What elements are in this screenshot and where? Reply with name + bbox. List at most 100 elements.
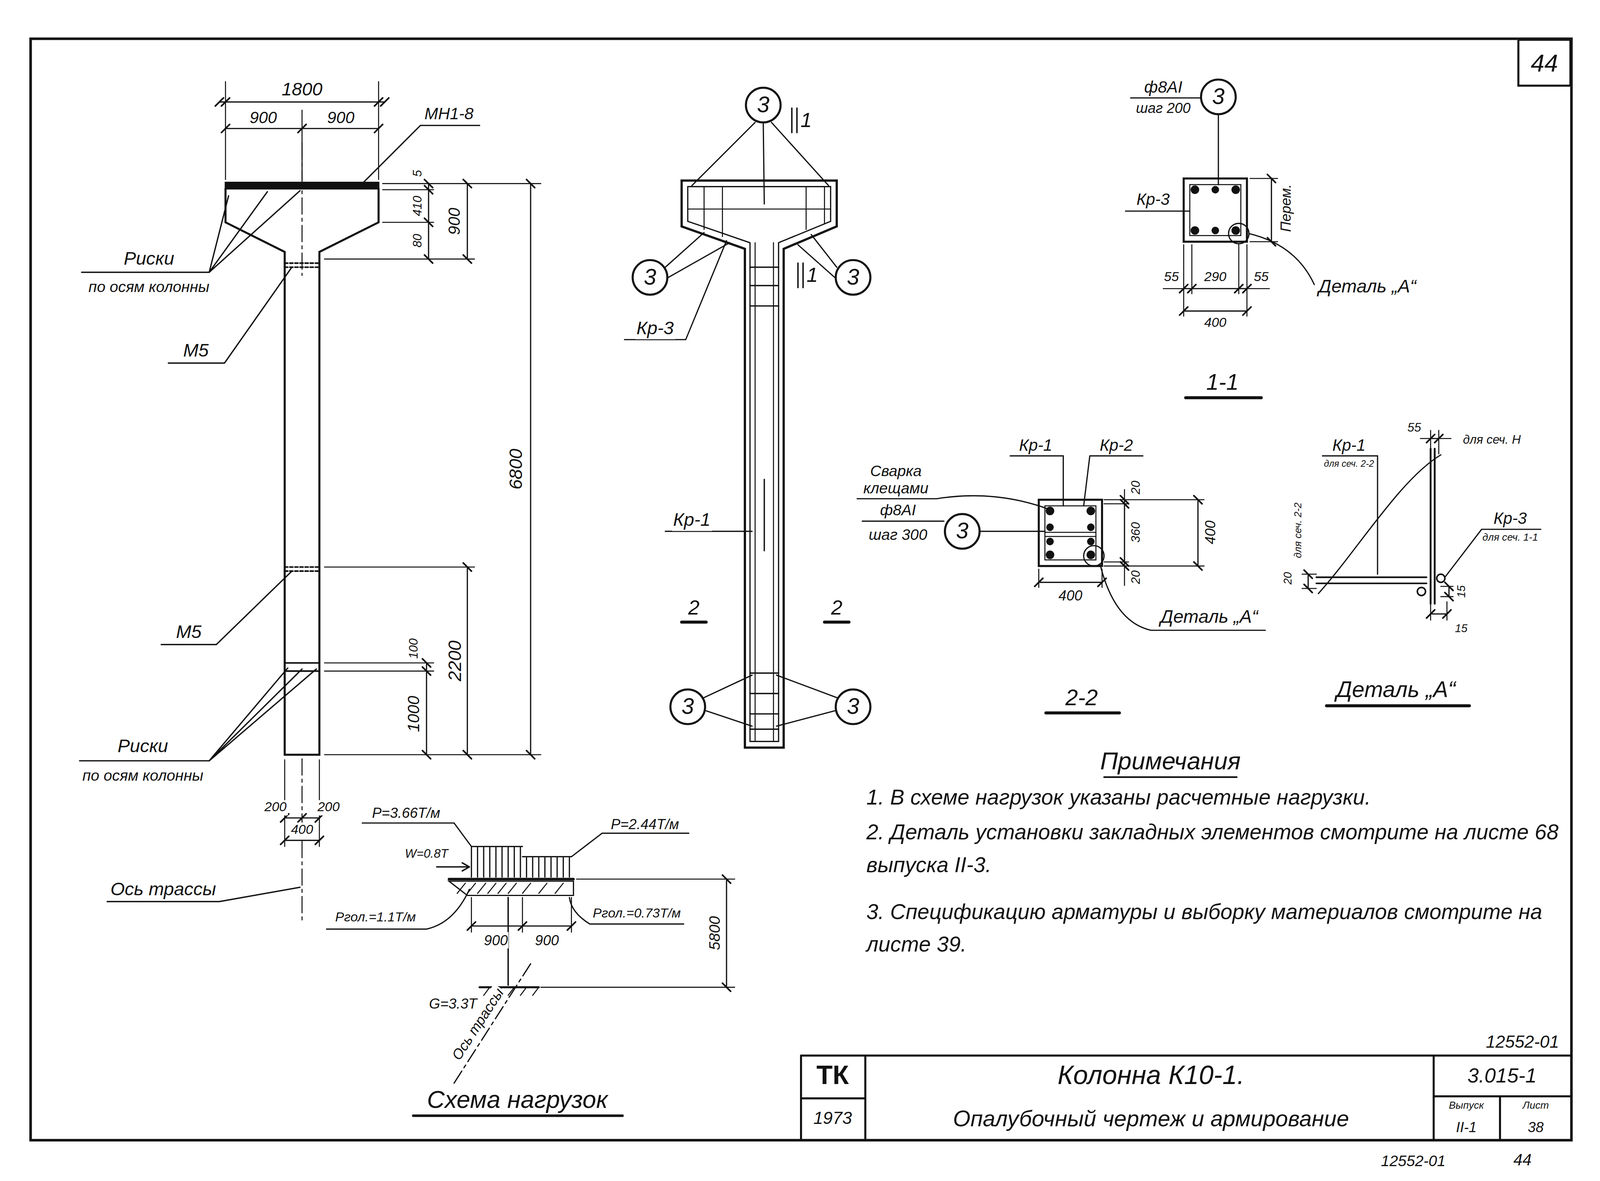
dimension: 900 [248,109,279,128]
note-text: 1. В схеме нагрузок указаны расчетные на… [865,781,1562,814]
section-1-1-line [1232,226,1240,234]
section-1-1-line-line [1183,310,1247,312]
section-1-1-line [1191,186,1199,194]
section-2-2-line [1044,532,1096,537]
part-label: Кр-3 [1135,190,1171,210]
dimension: 290 [1203,269,1228,286]
column-elevation-line-line [225,127,379,130]
part-label: Кр-1 [1018,436,1054,456]
callout-label: Деталь „А“ [1317,276,1418,298]
load-scheme-line [436,862,470,872]
dimension: 400 [290,822,315,838]
column-elevation-line [79,125,480,902]
section-1-1-line [1163,178,1278,317]
detail-a-line [1436,574,1445,583]
section-1-1 [1125,97,1315,398]
dimension: 15 [1453,622,1469,635]
load-scheme-line [471,846,523,878]
dimension: Перем. [1277,182,1294,233]
title-block-text: Выпуск [1447,1099,1486,1112]
column-elevation-line [301,142,303,924]
rebar-label: шаг 300 [867,525,929,544]
detail-a-line [1318,455,1441,594]
section-1-1-line [1232,186,1240,194]
dimension: 900 [534,932,560,949]
dimension: 200 [263,800,288,816]
part-label: М5 [182,340,210,362]
section-title: 2-2 [1064,684,1099,711]
part-label: М5 [175,621,203,643]
load-scheme-line [522,856,572,878]
section-mark: 2 [830,596,844,620]
section-2-2-line [1044,505,1096,560]
section-1-1-line [1183,178,1247,243]
callout-label: по осям колонны [81,766,205,784]
title-block-text: II-1 [1454,1119,1478,1136]
load-scheme-line-line [726,879,728,988]
section-1-1-line [1183,178,1272,312]
callout-label: Ось трассы [109,878,218,901]
section-2-2-line [1045,711,1120,715]
section-mark: 2 [686,596,701,620]
sheet-frame-line [30,38,1572,1141]
rebar-label: ф8АI [878,501,917,519]
column-elevation-line [225,81,541,847]
notes-heading: Примечания [1099,746,1242,775]
section-1-1-line [1228,223,1249,244]
load-label: W=0.8Т [403,847,450,862]
column-elevation-line-line [284,817,320,819]
callout-circle: 3 [669,688,707,726]
section-1-1-line [1185,396,1261,400]
section-2-2-line [1087,551,1095,559]
dimension: 20 [1129,479,1144,496]
section-2-2-line [1083,545,1104,567]
column-reinforcement-line [749,267,779,730]
part-label: для сеч. 1-1 [1481,531,1540,544]
column-reinforcement-line [665,122,837,727]
column-elevation-line-line [219,101,385,103]
section-1-1-line [1191,226,1199,234]
dimension: 200 [316,800,341,816]
detail-a [1302,430,1541,706]
callout-number: 3 [846,266,860,289]
section-2-2-line [1087,507,1095,515]
dimension: 55 [1406,421,1423,436]
part-label: для сеч. 2-2 [1292,501,1305,560]
load-label: Ргол.=0.73Т/м [591,906,682,922]
section-2-2-line-line [1038,581,1103,583]
dimension: 400 [1201,519,1219,546]
section-2-2-line-line [1123,499,1125,567]
section-2-2-line [1038,499,1103,567]
callout-circle: 3 [1200,78,1237,116]
dimension: 6800 [505,447,528,491]
sheet-number: 44 [1530,50,1559,76]
title-block-text: Опалубочный чертеж и армирование [952,1106,1351,1132]
part-label: Кр-1 [672,509,712,531]
title-block-text: 3.015-1 [1466,1064,1538,1088]
part-label: Кр-3 [1492,509,1528,529]
title-block-text: 1973 [812,1108,854,1129]
part-label: Кр-3 [635,317,675,340]
load-scheme [326,823,735,1116]
section-mark: 1 [799,108,813,133]
detail-a-line [1322,455,1541,578]
sheet-number: 44 [1512,1151,1533,1171]
load-scheme-line [471,879,735,988]
callout-number: 3 [956,520,969,543]
dimension: 5 [411,168,426,178]
callout-label: Сварка клещами [855,461,937,497]
callout-circle: 3 [834,259,872,296]
dimension: 360 [1129,521,1144,544]
section-title: Схема нагрузок [425,1085,609,1114]
detail-a-line [1326,704,1470,708]
callout-circle: 3 [631,259,669,296]
section-1-1-line [1212,186,1219,193]
detail-a-line-line [1307,574,1309,589]
column-reinforcement-line [687,186,831,742]
detail-a-line-line [1430,437,1439,440]
detail-a-line [1316,577,1427,584]
load-label: Р=3.66Т/м [371,804,442,822]
dimension: 400 [1203,315,1228,332]
title-block-text: ТК [815,1060,850,1092]
dimension: 900 [445,206,465,237]
